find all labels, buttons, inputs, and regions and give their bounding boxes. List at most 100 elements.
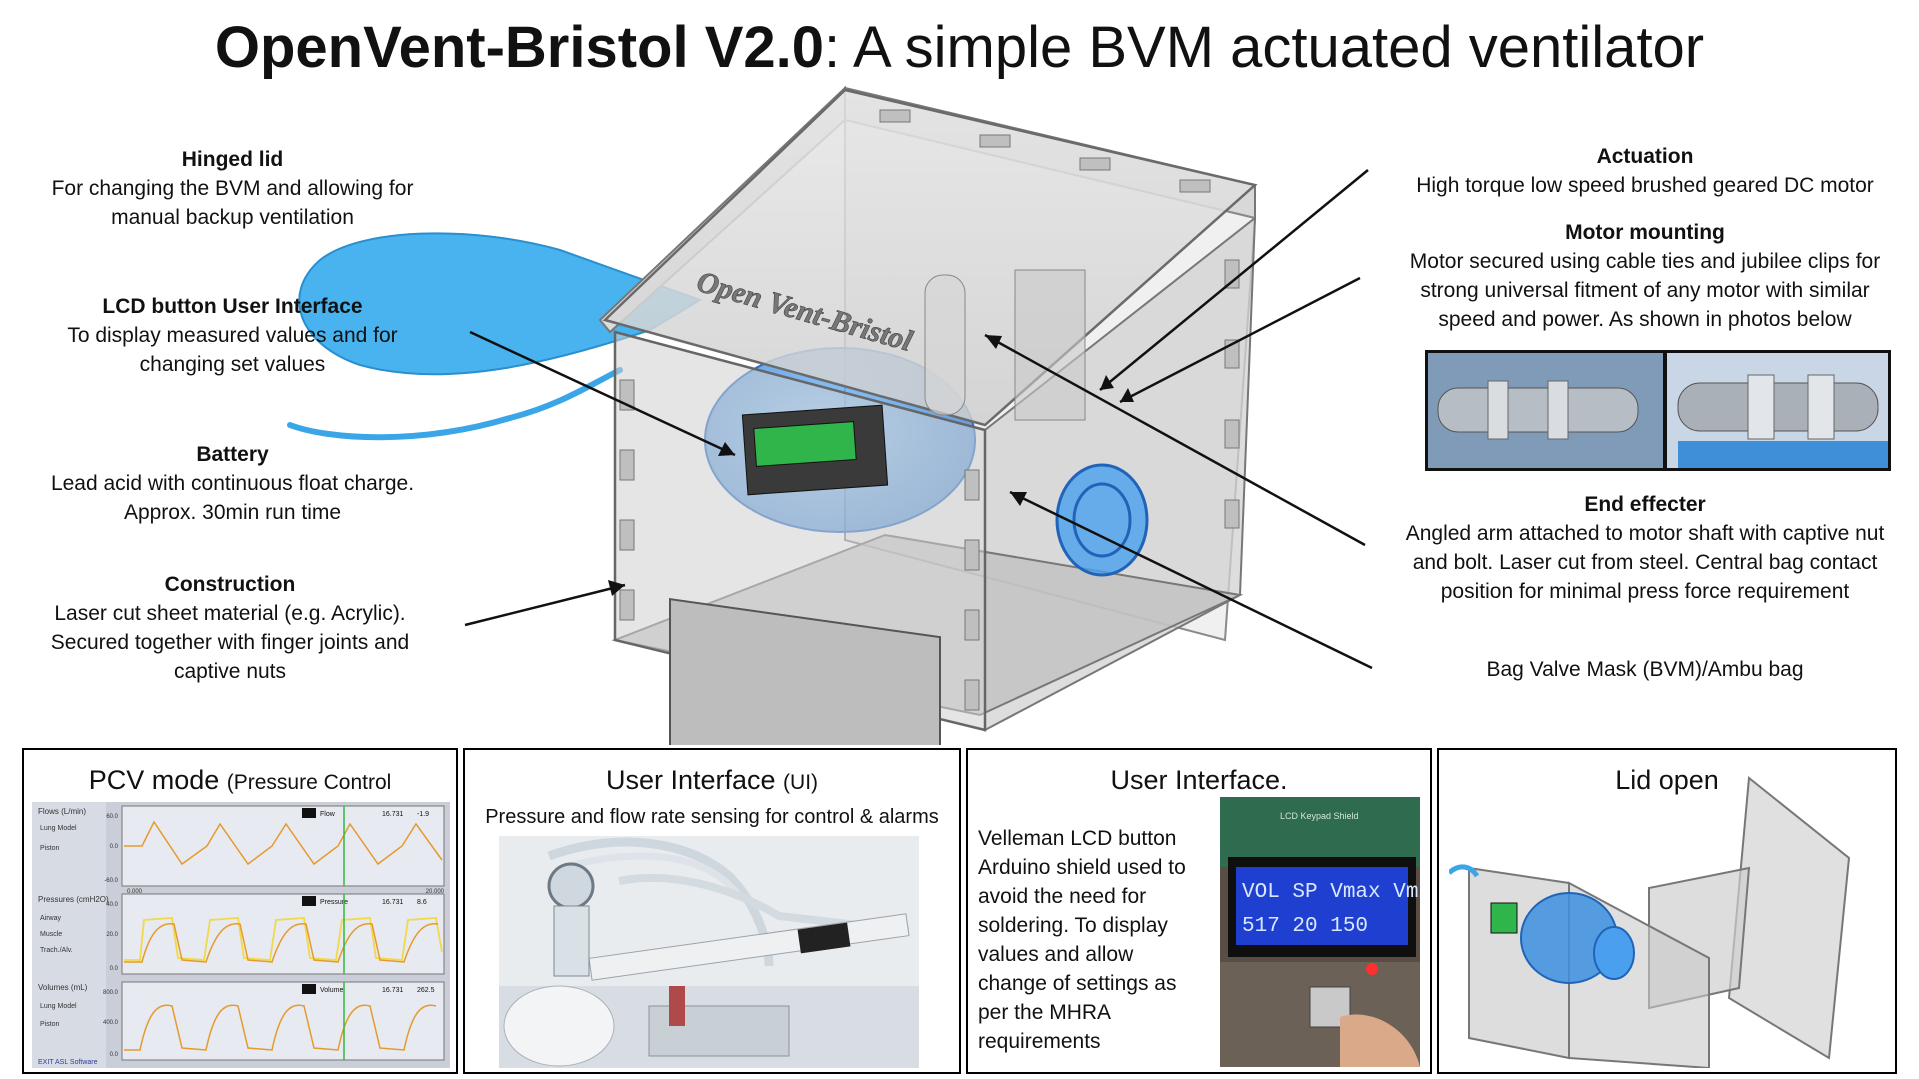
x-start-label: 0.000 xyxy=(127,889,143,895)
callout-line: Approx. 30min run time xyxy=(123,501,342,524)
callout-heading: Construction xyxy=(164,573,296,596)
description-line: per the MHRA xyxy=(978,1001,1112,1024)
description-line: values and allow xyxy=(978,943,1134,966)
panel-lid-open: Lid open xyxy=(1437,748,1897,1074)
graph-item-label: Airway xyxy=(40,915,62,922)
graph-tag: Flow xyxy=(320,811,336,818)
description-line: requirements xyxy=(978,1030,1101,1053)
title-rest: : A simple BVM actuated ventilator xyxy=(824,15,1705,80)
callout-line: Lead acid with continuous float charge. xyxy=(50,472,415,495)
callout-hinged-lid: Hinged lid For changing the BVM and allo… xyxy=(30,145,435,232)
lid-open-illustration xyxy=(1449,776,1851,1068)
description-line: change of settings as xyxy=(978,972,1177,995)
leader-actuation xyxy=(1099,169,1369,391)
lcd-screen-small xyxy=(753,421,857,467)
graph-value: 16.731 xyxy=(382,987,404,994)
panel-caption: Pressure and flow rate sensing for contr… xyxy=(485,806,939,828)
pressure-trace-alveolar xyxy=(124,923,439,963)
callout-heading: Battery xyxy=(196,443,269,466)
motor-body xyxy=(1437,387,1639,433)
lcd-row-2: 517 20 150 xyxy=(1242,915,1368,938)
callout-heading: End effecter xyxy=(1584,493,1706,516)
graph-tag: Pressure xyxy=(320,899,348,906)
callout-construction: Construction Laser cut sheet material (e… xyxy=(25,570,435,686)
graph-item-label: Piston xyxy=(40,845,60,852)
callout-line: captive nuts xyxy=(173,660,287,683)
pcv-waveform-screenshot: Flows (L/min) Lung Model Piston Flow 16.… xyxy=(32,802,450,1068)
callout-line: Bag Valve Mask (BVM)/Ambu bag xyxy=(1486,658,1804,681)
callout-line: strong universal fitment of any motor wi… xyxy=(1420,279,1870,302)
graph-item-label: Muscle xyxy=(40,931,62,938)
callout-motor-mounting: Motor mounting Motor secured using cable… xyxy=(1385,218,1905,334)
battery-block xyxy=(669,598,941,745)
graph-group-label: Flows (L/min) xyxy=(38,807,86,816)
y-tick-label: 0.0 xyxy=(110,1052,119,1058)
valve-head xyxy=(547,862,595,910)
callout-line: position for minimal press force require… xyxy=(1440,580,1850,603)
panel-subtitle: (UI) xyxy=(783,771,819,794)
graph-value: 262.5 xyxy=(417,987,435,994)
y-tick-label: 0.0 xyxy=(110,966,119,972)
description-line: avoid the need for xyxy=(978,885,1147,908)
title-bold: OpenVent-Bristol V2.0 xyxy=(214,15,825,80)
graph-pressure: Pressures (cmH2O) Airway Muscle Trach./A… xyxy=(38,893,445,975)
callout-line: Motor secured using cable ties and jubil… xyxy=(1409,250,1881,273)
leader-motor-mounting xyxy=(1119,276,1361,404)
callout-lcd-interface: LCD button User Interface To display mea… xyxy=(30,292,435,379)
callout-heading: Hinged lid xyxy=(181,148,284,171)
panel-pcv-mode: PCV mode (Pressure Control Flows (L/min)… xyxy=(22,748,458,1074)
ventilator-illustration: Open Vent-Bristol xyxy=(287,85,1373,745)
volume-trace xyxy=(124,1004,437,1051)
callout-line: For changing the BVM and allowing for xyxy=(51,177,414,200)
flow-trace xyxy=(124,820,443,866)
panel-subtitle: (Pressure Control xyxy=(226,771,392,794)
lid-panel-open xyxy=(1727,776,1851,1060)
description-line: Arduino shield used to xyxy=(978,856,1186,879)
y-tick-label: -60.0 xyxy=(104,878,118,884)
hinged-lid-shape xyxy=(298,232,703,376)
panel-title-text: User Interface xyxy=(605,765,784,795)
description-line: soldering. To display xyxy=(978,914,1168,937)
panel-title: User Interface. xyxy=(1110,765,1288,795)
callout-end-effecter: End effecter Angled arm attached to moto… xyxy=(1380,490,1910,606)
callout-line: and bolt. Laser cut from steel. Central … xyxy=(1412,551,1878,574)
callout-line: High torque low speed brushed geared DC … xyxy=(1416,174,1874,197)
description-line: Velleman LCD button xyxy=(978,827,1177,850)
pushbutton xyxy=(1309,986,1351,1028)
panel-user-interface-lcd: User Interface. Velleman LCD button Ardu… xyxy=(966,748,1432,1074)
motor-body xyxy=(1677,382,1879,432)
y-tick-label: 800.0 xyxy=(103,990,119,996)
panel-title-text: PCV mode xyxy=(88,765,227,795)
leader-construction xyxy=(464,583,626,627)
callout-line: speed and power. As shown in photos belo… xyxy=(1438,308,1852,331)
callout-line: changing set values xyxy=(139,353,326,376)
callout-battery: Battery Lead acid with continuous float … xyxy=(30,440,435,527)
callout-actuation: Actuation High torque low speed brushed … xyxy=(1385,142,1905,200)
callout-line: To display measured values and for xyxy=(67,324,398,347)
callout-heading: Motor mounting xyxy=(1565,221,1725,244)
motor-photos xyxy=(1425,350,1891,471)
graph-flow: Flows (L/min) Lung Model Piston Flow 16.… xyxy=(38,805,445,895)
graph-group-label: Volumes (mL) xyxy=(38,983,88,992)
graph-group-label: Pressures (cmH2O) xyxy=(38,895,109,904)
panel-title: Lid open xyxy=(1615,765,1719,795)
lcd-row-1: VOL SP Vmax Vmi xyxy=(1242,881,1420,904)
graph-item-label: Lung Model xyxy=(40,825,77,832)
panel-user-interface-sensing: User Interface (UI) Pressure and flow ra… xyxy=(463,748,961,1074)
panel-description: Velleman LCD button Arduino shield used … xyxy=(978,824,1213,1056)
callout-line: Secured together with finger joints and xyxy=(50,631,410,654)
graph-tag: Volume xyxy=(320,987,343,994)
panel-title: PCV mode (Pressure Control xyxy=(24,764,456,799)
y-tick-label: 60.0 xyxy=(106,814,118,820)
callout-line: manual backup ventilation xyxy=(111,206,354,229)
x-end-label: 20.000 xyxy=(426,889,445,895)
graph-item-label: Piston xyxy=(40,1021,60,1028)
callout-heading: LCD button User Interface xyxy=(102,295,363,318)
graph-item-label: Lung Model xyxy=(40,1003,77,1010)
leader-lcd xyxy=(469,330,736,457)
callout-heading: Actuation xyxy=(1596,145,1694,168)
y-tick-label: 40.0 xyxy=(106,902,118,908)
y-tick-label: 0.0 xyxy=(110,844,119,850)
graph-value: -1.9 xyxy=(417,811,429,818)
